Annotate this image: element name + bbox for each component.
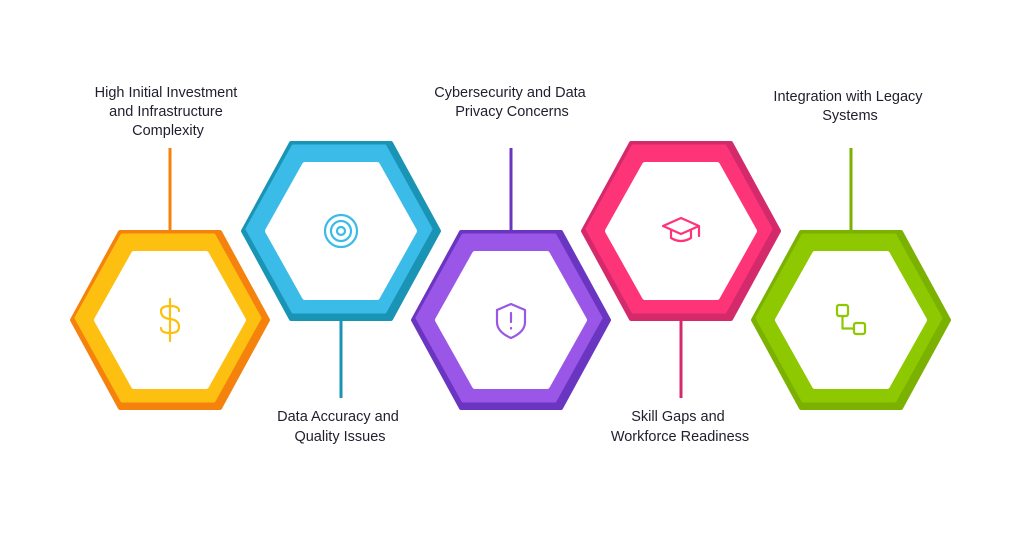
hexagon-step-5 <box>751 148 951 410</box>
hexagon-step-2 <box>241 141 441 398</box>
label-integration-legacy: Integration with Legacy Systems <box>773 89 926 124</box>
hexagon-step-4 <box>581 141 781 398</box>
target-icon <box>323 213 359 249</box>
shield-alert-icon <box>495 302 527 340</box>
label-skill-gaps: Skill Gaps and Workforce Readiness <box>611 409 749 445</box>
workflow-icon <box>835 303 867 336</box>
hexagon-step-3 <box>411 148 611 410</box>
hexagon-inner <box>775 251 927 389</box>
graduation-cap-icon <box>661 216 701 243</box>
label-data-accuracy: Data Accuracy and Quality Issues <box>277 409 403 445</box>
hexagon-inner <box>265 162 417 300</box>
label-high-initial-investment: High Initial Investment and Infrastructu… <box>95 85 242 139</box>
hexagon-inner <box>605 162 757 300</box>
hexagon-step-1 <box>70 148 270 410</box>
label-cybersecurity: Cybersecurity and Data Privacy Concerns <box>434 85 590 120</box>
dollar-icon <box>159 297 181 343</box>
